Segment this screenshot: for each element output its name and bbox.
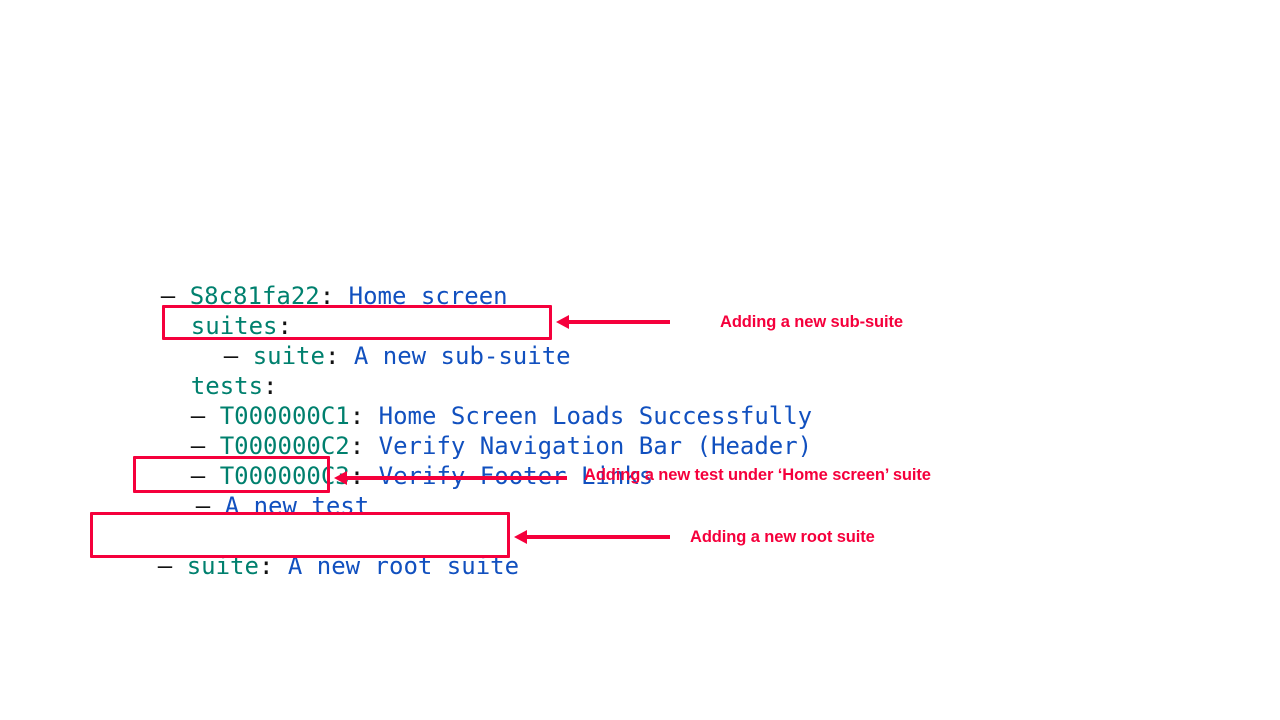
colon-separator: : (324, 342, 354, 370)
bullet-dash-icon: – (223, 342, 253, 370)
colon-separator: : (349, 402, 379, 430)
tree-line-test-c1[interactable]: – T000000C1: Home Screen Loads Successfu… (133, 371, 812, 461)
colon-separator: : (319, 282, 349, 310)
bullet-dash-icon: – (190, 462, 220, 490)
test-id-label: T000000C2 (219, 432, 350, 460)
suites-key-label: suites (190, 312, 278, 340)
arrow-shaft (564, 320, 670, 324)
tree-line-new-sub-suite[interactable]: – suite: A new sub-suite (166, 311, 571, 401)
colon-separator: : (349, 432, 379, 460)
tree-line-suites-label: suites: (133, 281, 292, 371)
arrow-to-new-sub-suite (556, 315, 670, 329)
annotation-new-test: Adding a new test under ‘Home screen’ su… (584, 466, 931, 484)
annotation-sub-suite: Adding a new sub-suite (720, 313, 903, 331)
test-id-label: T000000C1 (219, 402, 350, 430)
highlight-box-new-sub-suite (162, 305, 552, 340)
bullet-dash-icon: – (157, 552, 187, 580)
highlight-box-new-root-suite (90, 512, 510, 558)
bullet-dash-icon: – (160, 282, 190, 310)
colon-separator: : (258, 552, 288, 580)
tree-line-tests-label: tests: (133, 341, 278, 431)
test-title-label: Verify Navigation Bar (Header) (378, 432, 813, 460)
tree-line-test-c2[interactable]: – T000000C2: Verify Navigation Bar (Head… (133, 401, 812, 491)
suite-key-label: suite (252, 342, 325, 370)
sub-suite-title-label: A new sub-suite (353, 342, 571, 370)
highlight-box-new-test (133, 456, 330, 493)
colon-separator: : (277, 312, 292, 340)
arrow-to-new-root-suite (514, 530, 670, 544)
annotation-root-suite: Adding a new root suite (690, 528, 875, 546)
arrow-shaft (522, 535, 670, 539)
colon-separator: : (263, 372, 278, 400)
tests-key-label: tests (190, 372, 264, 400)
test-title-label: Home Screen Loads Successfully (378, 402, 813, 430)
new-test-title-label: A new test (224, 492, 370, 520)
bullet-dash-icon: – (190, 402, 220, 430)
bullet-dash-icon: – (190, 432, 220, 460)
